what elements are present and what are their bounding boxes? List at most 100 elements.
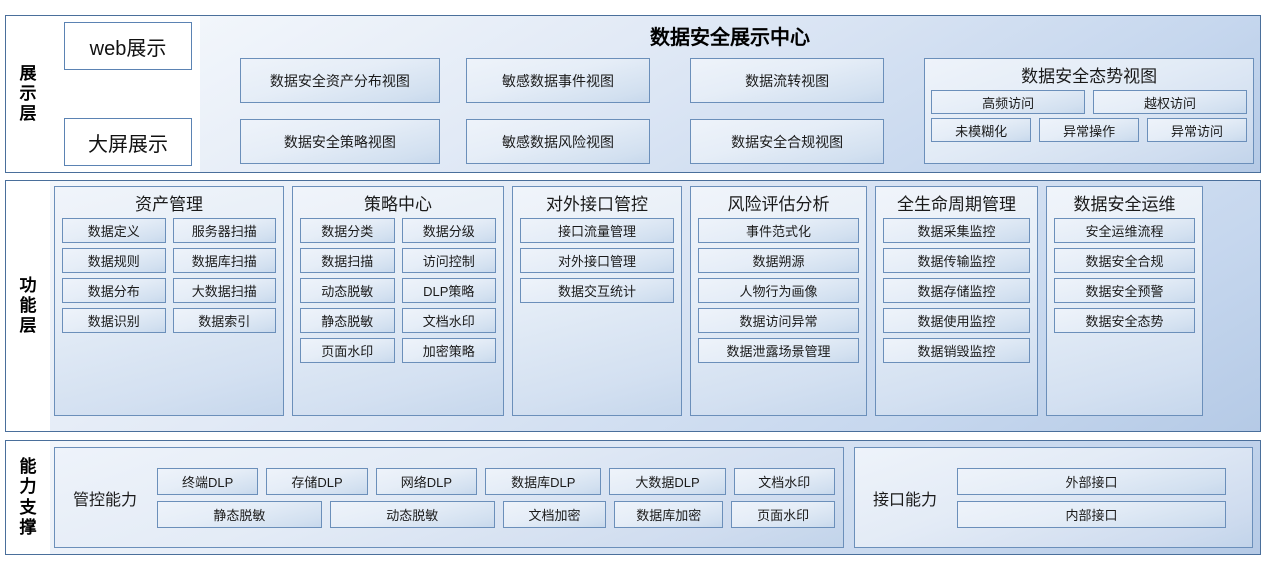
lifecycle-transmission-monitor[interactable]: 数据传输监控 (883, 248, 1030, 273)
display-channels: web展示 大屏展示 (50, 16, 200, 172)
risk-user-behavior-profile[interactable]: 人物行为画像 (698, 278, 859, 303)
policy-data-grading[interactable]: 数据分级 (401, 218, 496, 243)
control-capability-row-1: 终端DLP 存储DLP 网络DLP 数据库DLP 大数据DLP 文档水印 (157, 467, 835, 495)
policy-column-1: 数据分类 数据扫描 动态脱敏 静态脱敏 页面水印 (300, 218, 395, 409)
cap-storage-dlp[interactable]: 存储DLP (266, 467, 368, 495)
display-layer: 展 示 层 web展示 大屏展示 数据安全展示中心 数据安全资产分布视图 数据安… (5, 15, 1261, 173)
situation-privilege-escalation-access[interactable]: 越权访问 (1093, 90, 1248, 114)
policy-encryption-strategy[interactable]: 加密策略 (401, 338, 496, 363)
situation-high-frequency-access[interactable]: 高频访问 (931, 90, 1086, 114)
asset-data-distribution[interactable]: 数据分布 (62, 278, 166, 303)
ops-security-compliance[interactable]: 数据安全合规 (1054, 248, 1195, 273)
cap-document-encryption[interactable]: 文档加密 (502, 500, 607, 528)
group-asset-management-title: 资产管理 (135, 195, 203, 214)
display-layer-label: 展 示 层 (6, 16, 50, 172)
view-sensitive-event[interactable]: 敏感数据事件视图 (465, 58, 651, 103)
asset-data-identification[interactable]: 数据识别 (62, 308, 166, 333)
situation-row-2: 未模糊化 异常操作 异常访问 (931, 118, 1247, 142)
display-layer-label-char-3: 层 (19, 104, 37, 124)
display-view-grid: 数据安全资产分布视图 数据安全策略视图 敏感数据事件视图 敏感数据风险视图 数据… (200, 58, 1254, 164)
group-lifecycle-management: 全生命周期管理 数据采集监控 数据传输监控 数据存储监控 数据使用监控 数据销毁… (875, 186, 1038, 416)
view-data-flow[interactable]: 数据流转视图 (690, 58, 885, 103)
asset-server-scan[interactable]: 服务器扫描 (172, 218, 276, 243)
display-channel-web[interactable]: web展示 (64, 22, 192, 70)
display-body: 数据安全展示中心 数据安全资产分布视图 数据安全策略视图 敏感数据事件视图 敏感… (200, 16, 1260, 172)
cap-database-dlp[interactable]: 数据库DLP (485, 467, 602, 495)
asset-data-index[interactable]: 数据索引 (172, 308, 276, 333)
cap-database-encryption[interactable]: 数据库加密 (614, 500, 724, 528)
cap-page-watermark[interactable]: 页面水印 (731, 500, 835, 528)
cap-network-dlp[interactable]: 网络DLP (375, 467, 478, 495)
ops-security-situation[interactable]: 数据安全态势 (1054, 308, 1195, 333)
situation-abnormal-access[interactable]: 异常访问 (1147, 118, 1247, 142)
control-capability-row-2: 静态脱敏 动态脱敏 文档加密 数据库加密 页面水印 (157, 500, 835, 528)
policy-dlp-strategy[interactable]: DLP策略 (401, 278, 496, 303)
policy-data-classification[interactable]: 数据分类 (300, 218, 395, 243)
interface-capability-title: 接口能力 (873, 491, 938, 509)
group-policy-center-title: 策略中心 (364, 195, 432, 214)
policy-data-scan[interactable]: 数据扫描 (300, 248, 395, 273)
group-external-api-control: 对外接口管控 接口流量管理 对外接口管理 数据交互统计 (512, 186, 682, 416)
cap-bigdata-dlp[interactable]: 大数据DLP (609, 467, 726, 495)
risk-abnormal-data-access[interactable]: 数据访问异常 (698, 308, 859, 333)
display-view-column-2: 敏感数据事件视图 敏感数据风险视图 (465, 58, 651, 164)
view-asset-distribution[interactable]: 数据安全资产分布视图 (240, 58, 440, 103)
display-view-column-3: 数据流转视图 数据安全合规视图 (690, 58, 885, 164)
ops-security-workflow[interactable]: 安全运维流程 (1054, 218, 1195, 243)
group-external-api-control-title: 对外接口管控 (546, 195, 648, 214)
cap-document-watermark[interactable]: 文档水印 (733, 467, 835, 495)
api-data-interaction-stats[interactable]: 数据交互统计 (520, 278, 674, 303)
lifecycle-storage-monitor[interactable]: 数据存储监控 (883, 278, 1030, 303)
cap-static-masking[interactable]: 静态脱敏 (157, 500, 322, 528)
situation-view-panel: 数据安全态势视图 高频访问 越权访问 未模糊化 异常操作 异常访问 (924, 58, 1254, 164)
policy-dynamic-masking[interactable]: 动态脱敏 (300, 278, 395, 303)
cap-internal-interface[interactable]: 内部接口 (957, 500, 1226, 528)
risk-leak-scenario-management[interactable]: 数据泄露场景管理 (698, 338, 859, 363)
page-title: 数据安全展示中心 (650, 27, 810, 49)
situation-unmasked[interactable]: 未模糊化 (931, 118, 1032, 142)
view-compliance[interactable]: 数据安全合规视图 (690, 119, 885, 164)
cap-endpoint-dlp[interactable]: 终端DLP (157, 467, 259, 495)
view-sensitive-risk[interactable]: 敏感数据风险视图 (465, 119, 651, 164)
asset-database-scan[interactable]: 数据库扫描 (172, 248, 276, 273)
situation-abnormal-operation[interactable]: 异常操作 (1039, 118, 1140, 142)
interface-capability-rows: 外部接口 内部接口 (957, 467, 1226, 528)
asset-column-1: 数据定义 数据规则 数据分布 数据识别 (62, 218, 166, 409)
external-api-items: 接口流量管理 对外接口管理 数据交互统计 (520, 218, 674, 303)
lifecycle-usage-monitor[interactable]: 数据使用监控 (883, 308, 1030, 333)
policy-static-masking[interactable]: 静态脱敏 (300, 308, 395, 333)
group-risk-assessment-title: 风险评估分析 (727, 195, 830, 214)
policy-document-watermark[interactable]: 文档水印 (401, 308, 496, 333)
policy-access-control[interactable]: 访问控制 (401, 248, 496, 273)
policy-page-watermark[interactable]: 页面水印 (300, 338, 395, 363)
capability-layer: 能 力 支 撑 管控能力 终端DLP 存储DLP 网络DLP 数据库DLP 大数… (5, 440, 1261, 555)
ops-security-alert[interactable]: 数据安全预警 (1054, 278, 1195, 303)
risk-event-normalization[interactable]: 事件范式化 (698, 218, 859, 243)
function-layer-label-char-1: 功 (19, 275, 37, 295)
interface-capability-panel: 接口能力 外部接口 内部接口 (854, 447, 1253, 548)
function-layer-label-char-2: 能 (19, 295, 37, 315)
view-security-policy[interactable]: 数据安全策略视图 (240, 119, 440, 164)
group-asset-management-grid: 数据定义 数据规则 数据分布 数据识别 服务器扫描 数据库扫描 大数据扫描 数据… (62, 218, 276, 409)
control-capability-rows: 终端DLP 存储DLP 网络DLP 数据库DLP 大数据DLP 文档水印 静态脱… (157, 467, 835, 528)
cap-dynamic-masking[interactable]: 动态脱敏 (329, 500, 495, 528)
control-capability-panel: 管控能力 终端DLP 存储DLP 网络DLP 数据库DLP 大数据DLP 文档水… (54, 447, 844, 548)
risk-data-lineage[interactable]: 数据朔源 (698, 248, 859, 273)
asset-data-definition[interactable]: 数据定义 (62, 218, 166, 243)
lifecycle-destruction-monitor[interactable]: 数据销毁监控 (883, 338, 1030, 363)
group-policy-center: 策略中心 数据分类 数据扫描 动态脱敏 静态脱敏 页面水印 数据分级 访问控制 … (292, 186, 504, 416)
capability-body: 管控能力 终端DLP 存储DLP 网络DLP 数据库DLP 大数据DLP 文档水… (50, 441, 1260, 554)
asset-data-rule[interactable]: 数据规则 (62, 248, 166, 273)
asset-column-2: 服务器扫描 数据库扫描 大数据扫描 数据索引 (172, 218, 276, 409)
display-channel-bigscreen[interactable]: 大屏展示 (64, 118, 192, 166)
function-body: 资产管理 数据定义 数据规则 数据分布 数据识别 服务器扫描 数据库扫描 大数据… (50, 181, 1260, 431)
cap-external-interface[interactable]: 外部接口 (957, 467, 1226, 495)
display-layer-label-char-2: 示 (19, 83, 37, 103)
api-traffic-management[interactable]: 接口流量管理 (520, 218, 674, 243)
control-capability-title: 管控能力 (73, 491, 138, 509)
asset-bigdata-scan[interactable]: 大数据扫描 (172, 278, 276, 303)
lifecycle-collection-monitor[interactable]: 数据采集监控 (883, 218, 1030, 243)
group-risk-assessment: 风险评估分析 事件范式化 数据朔源 人物行为画像 数据访问异常 数据泄露场景管理 (690, 186, 867, 416)
api-external-management[interactable]: 对外接口管理 (520, 248, 674, 273)
